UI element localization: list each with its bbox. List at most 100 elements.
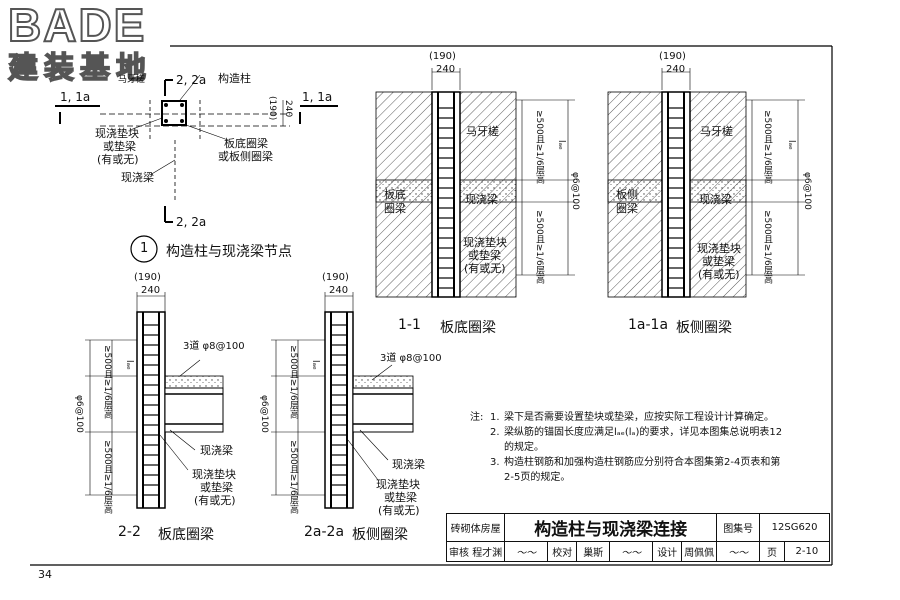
logo-subtitle: 建装基地 <box>7 51 152 87</box>
s2a-dian-2: 或垫梁 <box>384 491 417 504</box>
s22-dian-3: (有或无) <box>194 494 236 507</box>
s11-dian-1: 现浇垫块 <box>463 236 507 249</box>
label-banhuan-2: 或板侧圈梁 <box>218 150 273 163</box>
s22-v1b: lₐₑ <box>124 360 134 370</box>
note-row-2: 2. 梁纵筋的锚固长度应满足lₐₑ(lₐ)的要求，详见本图集总说明表12的规定。 <box>470 425 790 455</box>
s11-board-1: 板底 <box>384 188 406 201</box>
section-1-1-drawing <box>375 68 575 298</box>
s11-v2: ≥500且≥1/6层高 <box>534 210 544 284</box>
s22-dim-190: (190) <box>134 272 161 283</box>
tb-atlas-label: 图集号 <box>716 513 761 542</box>
page-number: 34 <box>38 568 52 581</box>
tb-page: 2-10 <box>783 541 831 562</box>
s1a-stir: φ6@100 <box>802 172 812 210</box>
tb-review: 审核 程才渊 <box>445 541 506 562</box>
label-gouzaozhu: 构造柱 <box>218 72 251 85</box>
detail-title: 构造柱与现浇梁节点 <box>166 244 292 260</box>
section-2-2-drawing <box>85 292 224 509</box>
s22-v1: ≥500且≥1/6层高 <box>102 345 112 419</box>
label-banhuan-1: 板底圈梁 <box>224 137 268 150</box>
s11-title: 板底圈梁 <box>440 320 496 336</box>
s1a-dim-190: (190) <box>659 51 686 62</box>
section-mark-left: 1, 1a <box>60 90 91 104</box>
s1a-v2: ≥500且≥1/6层高 <box>762 210 772 284</box>
s2a-stir: φ6@100 <box>259 395 269 433</box>
detail-number: 1 <box>140 241 149 256</box>
s2a-dian-1: 现浇垫块 <box>376 478 420 491</box>
s1a-v1: ≥500且≥1/6层高 <box>762 110 772 184</box>
tb-checker: 巢斯 <box>576 541 611 562</box>
s22-bar: 3道 φ8@100 <box>183 341 245 352</box>
s2a-title-no: 2a-2a <box>304 524 345 540</box>
tb-check-label: 校对 <box>547 541 578 562</box>
s2a-dian-3: (有或无) <box>378 504 420 517</box>
note-text: 梁纵筋的锚固长度应满足lₐₑ(lₐ)的要求，详见本图集总说明表12的规定。 <box>504 427 783 453</box>
notes-label: 注: <box>470 412 484 423</box>
s1a-v1b: lₐₑ <box>786 140 796 150</box>
label-xianjiao-top: 现浇梁 <box>121 171 154 184</box>
s22-dim-240: 240 <box>141 285 161 296</box>
s11-dim-240: 240 <box>436 64 456 75</box>
note-number: 3. <box>490 457 500 468</box>
s1a-board-2: 圈梁 <box>616 202 638 215</box>
s22-title-no: 2-2 <box>118 524 141 540</box>
s22-dian-2: 或垫梁 <box>200 481 233 494</box>
label-dian-2: 或垫梁 <box>103 140 136 153</box>
note-number: 1. <box>490 412 500 423</box>
s2a-v2: ≥500且≥1/6层高 <box>288 440 298 514</box>
detail-circle <box>130 235 158 263</box>
label-mayacha-top: 马牙槎 <box>118 75 146 85</box>
tb-title: 构造柱与现浇梁连接 <box>504 513 718 542</box>
s22-dian-1: 现浇垫块 <box>192 468 236 481</box>
s1a-title-no: 1a-1a <box>628 317 669 333</box>
dim-190-plan: (190) <box>267 96 277 121</box>
s1a-mayacha: 马牙槎 <box>700 125 733 138</box>
plan-detail-1 <box>55 74 338 263</box>
s22-title: 板底圈梁 <box>158 527 214 543</box>
s2a-bar: 3道 φ8@100 <box>380 353 442 364</box>
s1a-dim-240: 240 <box>666 64 686 75</box>
s1a-xianjiao: 现浇梁 <box>699 193 732 206</box>
tb-design-label: 设计 <box>652 541 683 562</box>
note-text: 构造柱钢筋和加强构造柱钢筋应分别符合本图集第2-4页表和第2-5页的规定。 <box>504 457 781 483</box>
tb-page-label: 页 <box>759 541 785 562</box>
note-number: 2. <box>490 427 500 438</box>
s11-xianjiao: 现浇梁 <box>465 193 498 206</box>
s1a-board-1: 板侧 <box>616 188 638 201</box>
s2a-v1: ≥500且≥1/6层高 <box>288 345 298 419</box>
label-dian-1: 现浇垫块 <box>95 127 139 140</box>
s2a-v1b: lₐₑ <box>310 360 320 370</box>
s22-v2: ≥500且≥1/6层高 <box>102 440 112 514</box>
s1a-dian-3: (有或无) <box>698 268 740 281</box>
section-mark-right: 1, 1a <box>302 90 333 104</box>
s22-xianjiao: 现浇梁 <box>200 444 233 457</box>
s11-title-no: 1-1 <box>398 317 421 333</box>
s11-v1: ≥500且≥1/6层高 <box>534 110 544 184</box>
s11-stir: φ6@100 <box>570 172 580 210</box>
s2a-dim-240: 240 <box>329 285 349 296</box>
s2a-title: 板侧圈梁 <box>352 527 408 543</box>
note-row-3: 3. 构造柱钢筋和加强构造柱钢筋应分别符合本图集第2-4页表和第2-5页的规定。 <box>470 455 790 485</box>
title-block: 砖砌体房屋 构造柱与现浇梁连接 图集号 12SG620 审核 程才渊 ～～ 校对… <box>445 513 831 562</box>
tb-category: 砖砌体房屋 <box>445 513 506 542</box>
note-row-1: 注: 1. 梁下是否需要设置垫块或垫梁，应按实际工程设计计算确定。 <box>470 410 790 425</box>
s2a-xianjiao: 现浇梁 <box>392 458 425 471</box>
s2a-dim-190: (190) <box>322 272 349 283</box>
tb-check-signature: ～～ <box>609 541 654 562</box>
s11-mayacha: 马牙槎 <box>466 125 499 138</box>
section-mark-bottom: 2, 2a <box>176 215 207 229</box>
tb-design-signature: ～～ <box>716 541 761 562</box>
s1a-dian-1: 现浇垫块 <box>697 242 741 255</box>
tb-reviewer: 程才渊 <box>472 548 503 559</box>
notes-block: 注: 1. 梁下是否需要设置垫块或垫梁，应按实际工程设计计算确定。 2. 梁纵筋… <box>470 410 790 485</box>
s11-dian-3: (有或无) <box>464 262 506 275</box>
bade-logo: BADE 建装基地 <box>7 1 168 92</box>
tb-review-signature: ～～ <box>504 541 549 562</box>
s11-dian-2: 或垫梁 <box>468 249 501 262</box>
s11-dim-190: (190) <box>429 51 456 62</box>
s11-v1b: lₐₑ <box>556 140 566 150</box>
dim-240-plan: 240 <box>283 100 293 118</box>
tb-designer: 周佩佩 <box>681 541 718 562</box>
note-text: 梁下是否需要设置垫块或垫梁，应按实际工程设计计算确定。 <box>504 412 774 423</box>
